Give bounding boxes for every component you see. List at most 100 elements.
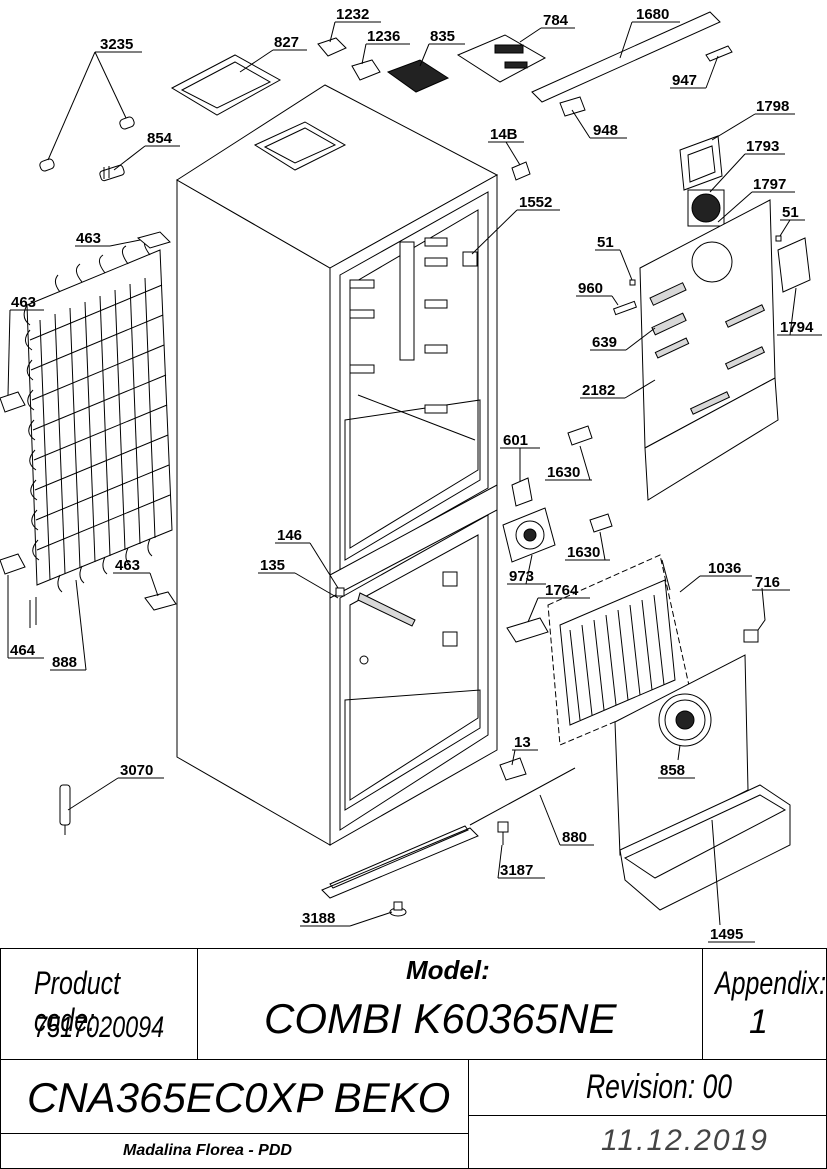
part-1793-fan bbox=[687, 189, 725, 227]
appendix-number: 1 bbox=[749, 1003, 768, 1041]
part-14B bbox=[511, 161, 531, 181]
part-947 bbox=[705, 45, 733, 62]
label-1232: 1232 bbox=[336, 6, 369, 23]
label-973: 973 bbox=[509, 568, 534, 585]
part-601-bracket bbox=[511, 477, 533, 507]
author-cell: Madalina Florea - PDD bbox=[0, 1133, 469, 1169]
part-3235-caps bbox=[39, 116, 135, 172]
label-463-top: 463 bbox=[76, 230, 101, 247]
label-888: 888 bbox=[52, 654, 77, 671]
revision: Revision: 00 bbox=[586, 1068, 732, 1106]
label-858: 858 bbox=[660, 762, 685, 779]
clip-463-bottom bbox=[144, 591, 177, 611]
label-464: 464 bbox=[10, 642, 36, 659]
label-947: 947 bbox=[672, 72, 697, 89]
label-639: 639 bbox=[592, 334, 617, 351]
part-1680-profile bbox=[531, 11, 721, 103]
label-784: 784 bbox=[543, 12, 569, 29]
product-name: CNA365EC0XP BEKO bbox=[27, 1074, 451, 1121]
part-784-board bbox=[456, 34, 547, 83]
model-cell: Model: COMBI K60365NE bbox=[197, 948, 703, 1060]
label-3235: 3235 bbox=[100, 36, 133, 53]
appendix-label: Appendix: bbox=[715, 965, 827, 1001]
part-1798-frame bbox=[679, 135, 723, 191]
label-1495: 1495 bbox=[710, 926, 743, 943]
condenser-coil bbox=[23, 237, 173, 628]
product-name-cell: CNA365EC0XP BEKO bbox=[0, 1059, 469, 1134]
part-1764-pad bbox=[506, 617, 549, 643]
product-code-label: Product code: bbox=[34, 965, 121, 1038]
part-827-lid bbox=[170, 54, 282, 116]
part-716-cable bbox=[743, 587, 766, 643]
label-51-right: 51 bbox=[782, 204, 799, 221]
part-1552 bbox=[462, 251, 478, 267]
label-1680: 1680 bbox=[636, 6, 669, 23]
label-135: 135 bbox=[260, 557, 285, 574]
label-463-bottom: 463 bbox=[115, 557, 140, 574]
label-1793: 1793 bbox=[746, 138, 779, 155]
title-block: Product code: 7517020094 Model: COMBI K6… bbox=[0, 948, 827, 1169]
clip-463-left bbox=[0, 391, 26, 413]
label-835: 835 bbox=[430, 28, 455, 45]
label-1236: 1236 bbox=[367, 28, 400, 45]
label-14B: 14B bbox=[490, 126, 518, 143]
part-973-fan-motor bbox=[502, 507, 556, 563]
part-2182-cover bbox=[639, 199, 779, 501]
label-601: 601 bbox=[503, 432, 528, 449]
part-858-panel bbox=[614, 654, 749, 856]
part-960 bbox=[612, 300, 638, 316]
part-51-right bbox=[775, 235, 782, 242]
part-1495-housing bbox=[619, 784, 791, 911]
label-827: 827 bbox=[274, 34, 299, 51]
appendix-cell: Appendix: 1 bbox=[702, 948, 827, 1060]
label-3070: 3070 bbox=[120, 762, 153, 779]
leader-lines bbox=[7, 21, 822, 943]
label-13: 13 bbox=[514, 734, 531, 751]
label-2182: 2182 bbox=[582, 382, 615, 399]
revision-cell: Revision: 00 bbox=[468, 1059, 827, 1116]
label-716: 716 bbox=[755, 574, 780, 591]
part-1036-evaporator bbox=[547, 554, 691, 746]
part-1630-upper bbox=[567, 425, 593, 446]
part-bottom-rail bbox=[321, 825, 479, 899]
part-3188-foot bbox=[389, 901, 407, 917]
part-948 bbox=[559, 96, 586, 117]
part-854-valve bbox=[99, 164, 125, 182]
label-880: 880 bbox=[562, 829, 587, 846]
label-3188: 3188 bbox=[302, 910, 335, 927]
product-code-cell: Product code: 7517020094 bbox=[0, 948, 198, 1060]
part-1630-lower bbox=[589, 513, 613, 533]
part-880-tube bbox=[469, 767, 576, 826]
label-1794: 1794 bbox=[780, 319, 814, 336]
label-1036: 1036 bbox=[708, 560, 741, 577]
label-948: 948 bbox=[593, 122, 618, 139]
label-51-left: 51 bbox=[597, 234, 614, 251]
label-1630-upper: 1630 bbox=[547, 464, 580, 481]
date: 11.12.2019 bbox=[601, 1124, 769, 1157]
part-51-left bbox=[629, 279, 636, 286]
part-3187-screw bbox=[497, 821, 509, 845]
clip-463-top bbox=[136, 231, 171, 249]
label-146: 146 bbox=[277, 527, 302, 544]
part-3070-drier bbox=[59, 784, 71, 835]
model-label: Model: bbox=[406, 955, 490, 985]
part-1236 bbox=[351, 59, 381, 81]
author: Madalina Florea - PDD bbox=[123, 1142, 292, 1159]
label-463-left: 463 bbox=[11, 294, 36, 311]
product-code: 7517020094 bbox=[34, 1011, 165, 1044]
label-1630-lower: 1630 bbox=[567, 544, 600, 561]
label-1797: 1797 bbox=[753, 176, 786, 193]
label-1552: 1552 bbox=[519, 194, 552, 211]
clip-464 bbox=[0, 553, 26, 575]
part-146 bbox=[335, 587, 345, 597]
part-1232 bbox=[317, 37, 347, 57]
label-1798: 1798 bbox=[756, 98, 789, 115]
label-960: 960 bbox=[578, 280, 603, 297]
cabinet bbox=[176, 84, 499, 846]
part-1794-plate bbox=[777, 237, 811, 293]
model-name: COMBI K60365NE bbox=[264, 995, 617, 1042]
label-1764: 1764 bbox=[545, 582, 579, 599]
exploded-parts-diagram: 3235 827 1232 1236 835 784 1680 947 948 … bbox=[0, 6, 822, 943]
label-3187: 3187 bbox=[500, 862, 533, 879]
label-854: 854 bbox=[147, 130, 173, 147]
